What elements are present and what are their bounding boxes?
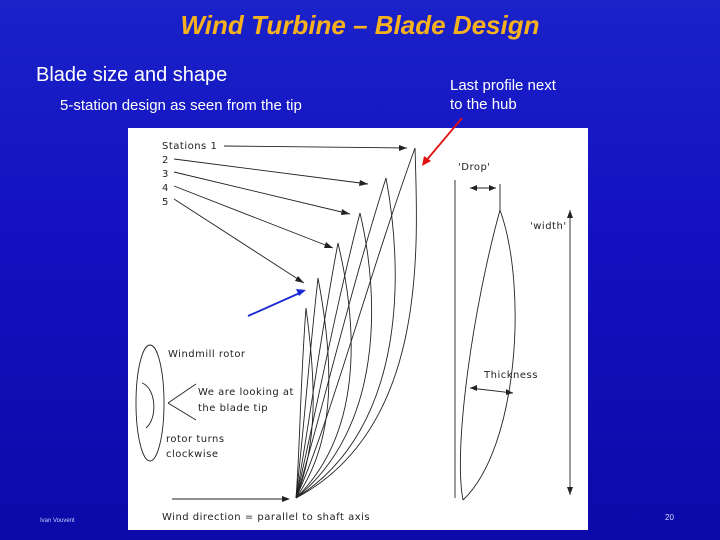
drop-label: 'Drop' (458, 162, 491, 173)
rotor-ellipse (135, 344, 165, 462)
profile-station-3-front (295, 212, 373, 499)
looking-line1: We are looking at (198, 387, 294, 398)
blade-profiles (295, 147, 417, 499)
footer-author: Ivan Vouvent (40, 518, 75, 524)
callout-first-profile-line2: the tip (155, 301, 196, 318)
station-5-arrow (173, 198, 305, 284)
looking-arrow-lower (167, 402, 197, 421)
profile-hub-front (295, 147, 417, 499)
section-subheading: 5-station design as seen from the tip (60, 97, 302, 114)
rotor-blade-sketch (141, 382, 155, 429)
thickness-line (469, 387, 514, 394)
thickness-label: Thickness (483, 370, 538, 381)
page-number: 20 (665, 513, 674, 522)
single-profile (454, 180, 571, 501)
profile-station-5-back (295, 277, 319, 499)
wind-arrowhead (282, 496, 290, 502)
diagram-background (128, 128, 588, 530)
profile-station-4-front (295, 242, 352, 499)
profile-station-2-front (295, 177, 396, 499)
station-3-label: 3 (162, 169, 169, 180)
profile-hub-back (295, 147, 416, 499)
profile-inner-curve (459, 209, 501, 501)
callout-last-profile-line2: to the hub (450, 96, 517, 113)
station-3-arrow (173, 171, 351, 215)
profile-tip-back (295, 307, 307, 499)
rotor-inset (135, 344, 197, 462)
slide-title: Wind Turbine – Blade Design (180, 10, 540, 40)
station-arrowheads (295, 145, 407, 283)
station-4-label: 4 (162, 183, 169, 194)
callout-first-profile-line1: First profile at (155, 282, 246, 299)
station-1-arrow (223, 145, 408, 149)
station-arrows (173, 145, 408, 284)
station-2-label: 2 (162, 155, 169, 166)
looking-line2: the blade tip (198, 403, 268, 414)
profile-outer-curve (462, 209, 516, 501)
blade-diagram: Stations 1 2 3 4 5 (128, 128, 588, 530)
profile-station-4-back (295, 242, 339, 499)
station-2-arrow (173, 158, 369, 185)
section-heading: Blade size and shape (36, 64, 228, 86)
profile-station-2-back (295, 177, 387, 499)
callout-last-profile-line1: Last profile next (450, 77, 556, 94)
turns-line2: clockwise (166, 449, 219, 460)
profile-tip-front (295, 307, 314, 499)
blade-diagram-svg: Stations 1 2 3 4 5 (128, 128, 588, 530)
width-label: 'width' (530, 221, 567, 232)
looking-arrow-upper (167, 383, 197, 404)
stations-label: Stations 1 (162, 141, 217, 152)
station-5-label: 5 (162, 197, 169, 208)
callout-last-profile: Last profile next to the hub (450, 76, 556, 114)
station-4-arrow (173, 185, 334, 249)
rotor-label: Windmill rotor (168, 349, 246, 360)
callout-first-profile: First profile at the tip (155, 281, 246, 319)
profile-station-5-front (295, 277, 330, 499)
turns-line1: rotor turns (166, 434, 225, 445)
single-profile-arrowheads (470, 185, 573, 495)
wind-direction-label: Wind direction = parallel to shaft axis (162, 512, 370, 523)
profile-station-3-back (295, 212, 361, 499)
